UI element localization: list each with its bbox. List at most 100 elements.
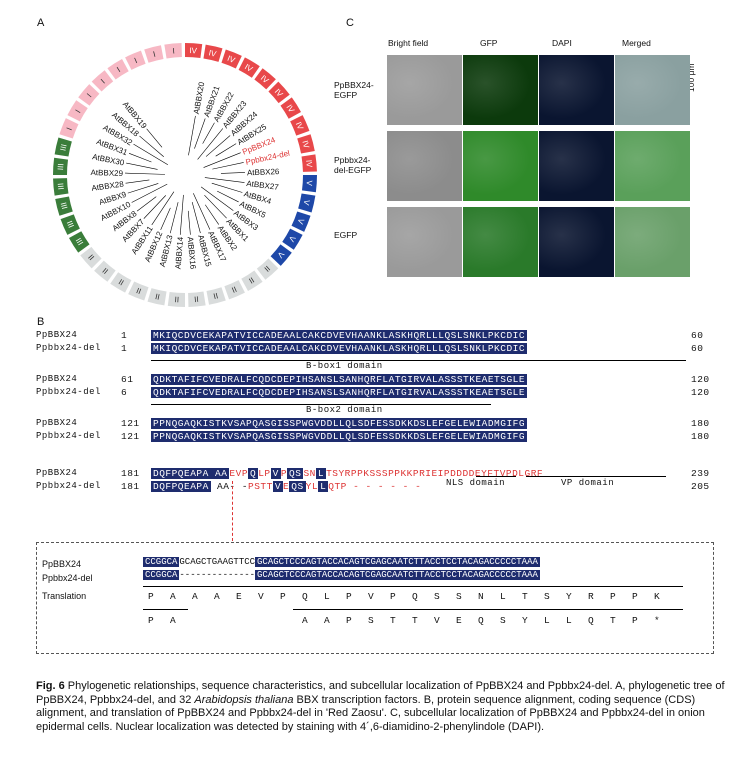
amino-acid: P [346, 615, 353, 626]
clade-label: II [135, 286, 142, 296]
amino-acid: A [170, 615, 177, 626]
tree-branch [191, 201, 201, 234]
tree-branch [151, 191, 175, 226]
amino-acid: P [346, 591, 353, 602]
clade-ring-segment [55, 196, 73, 216]
seq-seg: AA- - [210, 481, 249, 492]
seq-seg: DQFPQEAPA AA [151, 468, 230, 479]
clade-label: I [152, 50, 156, 59]
tree-branch [125, 179, 150, 184]
amino-acid: A [302, 615, 309, 626]
tree-branch [160, 207, 171, 230]
seq-start: 121 [121, 418, 140, 429]
seq-start: 61 [121, 374, 134, 385]
clade-ring-segment [94, 260, 116, 282]
cds-seg: GCAGCTCCCAGTACCACAGTCGAGCAATCTTACCTCCTAC… [255, 557, 540, 567]
seq-seg: L [318, 481, 329, 492]
amino-acid: P [610, 591, 617, 602]
tree-branch [204, 177, 245, 183]
clade-ring-segment [256, 258, 279, 280]
amino-acid: P [632, 591, 639, 602]
clade-label: V [301, 199, 311, 207]
seq-seg: V [272, 481, 284, 492]
seq-start: 181 [121, 468, 140, 479]
deletion-connector [232, 481, 233, 541]
panel-label-b: B [37, 316, 45, 328]
micrograph-image [387, 207, 462, 277]
seq-row: PPNQGAQKISTKVSAPQASGISSPWGVDDLLQLSDFESSD… [151, 431, 528, 442]
seq-seg: YL [305, 481, 319, 492]
tree-branch [169, 202, 179, 234]
clade-label: IV [284, 103, 296, 115]
clade-ring-segment [238, 57, 260, 78]
clade-ring-segment [298, 193, 316, 213]
clade-label: III [65, 219, 76, 229]
amino-acid: P [148, 591, 155, 602]
translation-line-2a [143, 609, 188, 610]
seq-end: 205 [691, 481, 710, 492]
domain-line [151, 360, 686, 361]
clade-ring-segment [241, 270, 263, 292]
amino-acid: Q [412, 591, 419, 602]
tree-branch [204, 194, 227, 219]
clade-ring-segment [54, 137, 72, 157]
tree-branch [126, 162, 158, 170]
cds-seq-2: CCGGCA--------------GCAGCTCCCAGTACCACAGT… [143, 570, 540, 580]
col-header-bright: Bright field [388, 38, 429, 48]
amino-acid: K [654, 591, 661, 602]
micrograph-image [615, 207, 690, 277]
amino-acid: N [478, 591, 485, 602]
clade-label: I [115, 65, 122, 74]
cds-name-1: PpBBX24 [42, 559, 82, 569]
amino-acid: Q [478, 615, 485, 626]
clade-ring-segment [167, 291, 185, 307]
clade-label: II [262, 264, 271, 274]
tree-leaf-label: AtBBX26 [247, 167, 280, 177]
clade-ring-segment [301, 154, 317, 172]
clade-ring-segment [125, 50, 146, 70]
tree-branch [128, 153, 152, 163]
amino-acid: V [258, 591, 265, 602]
row-label-3: EGFP [334, 230, 358, 240]
clade-label: IV [226, 54, 237, 65]
clade-label: III [59, 201, 69, 210]
seq-seg: L [315, 468, 327, 479]
clade-ring-segment [280, 97, 302, 119]
clade-ring-segment [67, 100, 88, 122]
clade-ring-segment [268, 81, 290, 104]
tree-branch [212, 162, 244, 170]
seq-seg: DQFPQEAPA [151, 481, 211, 492]
col-header-merged: Merged [622, 38, 651, 48]
tree-leaf-label: AtBBX27 [246, 179, 280, 192]
clade-ring-segment [270, 244, 292, 266]
clade-label: I [65, 126, 74, 131]
tree-branch [136, 196, 157, 212]
clade-ring-segment [80, 246, 102, 269]
seq-seg: E [283, 481, 290, 492]
seq-seg: P [280, 468, 288, 479]
tree-branch [187, 210, 191, 235]
amino-acid: A [324, 615, 331, 626]
amino-acid: L [324, 591, 331, 602]
clade-ring-segment [297, 134, 315, 154]
clade-label: I [172, 46, 175, 55]
tree-branch [139, 135, 164, 158]
clade-ring-segment [53, 157, 69, 175]
seq-seg: V [270, 468, 281, 479]
seq-seg: QTP - - - - - - [328, 481, 422, 492]
clade-label: III [56, 183, 66, 190]
clade-ring-segment [290, 115, 310, 136]
tree-branch [143, 195, 167, 219]
tree-branch [205, 135, 231, 157]
tree-branch [203, 152, 241, 168]
seq-name: Ppbbx24-del [36, 481, 101, 491]
tree-branch [217, 190, 239, 203]
amino-acid: S [500, 615, 507, 626]
amino-acid: L [566, 615, 573, 626]
seq-start: 1 [121, 330, 128, 341]
seq-name: Ppbbx24-del [36, 387, 101, 397]
